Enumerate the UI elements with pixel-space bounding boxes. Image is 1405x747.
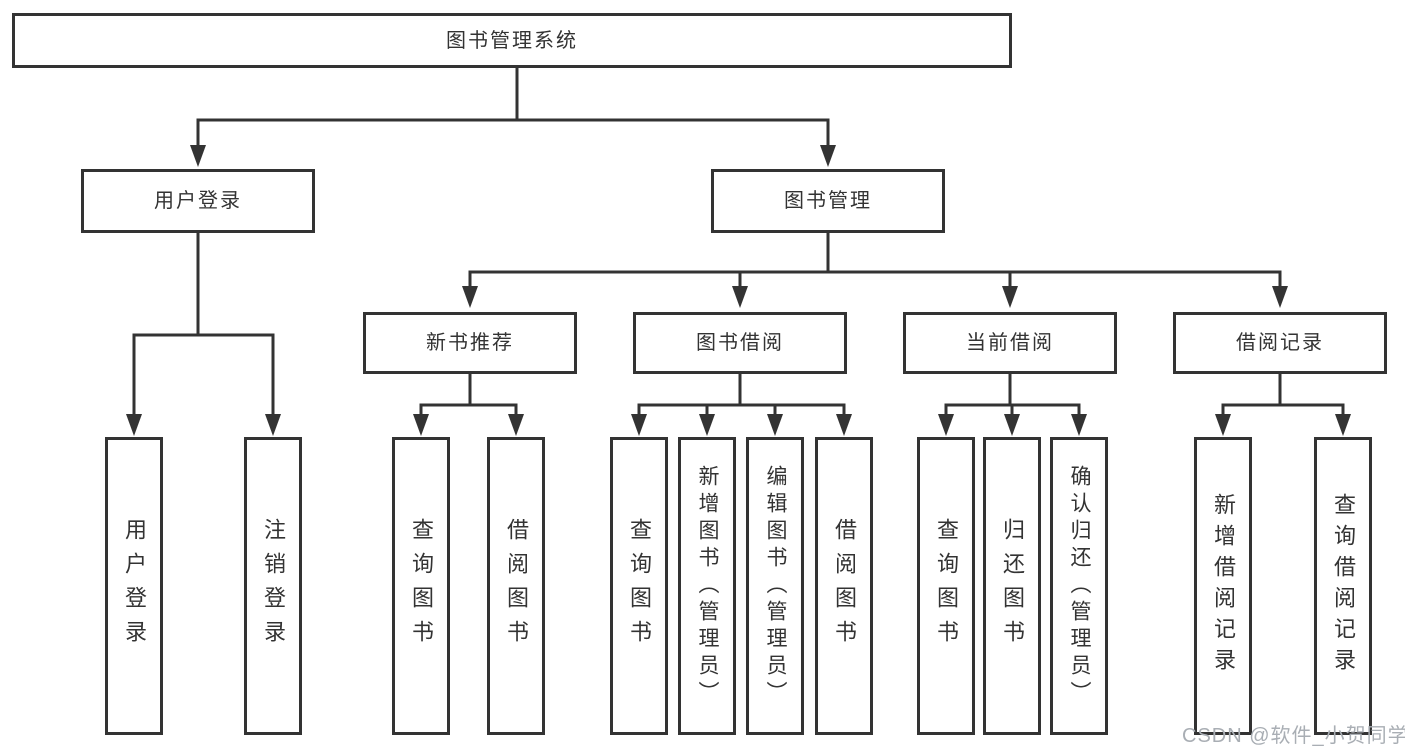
connector-book-management-children [462, 233, 1288, 308]
connector-root-to-level2 [190, 68, 836, 167]
node-label: 编辑图书（管理员） [764, 464, 787, 708]
arrow-down-icon [1272, 286, 1288, 308]
arrow-down-icon [836, 414, 852, 436]
node-label: 新增借阅记录 [1211, 493, 1236, 679]
node-label: 查询借阅记录 [1331, 493, 1356, 679]
arrow-down-icon [820, 145, 836, 167]
node-label: 用户登录 [122, 518, 147, 654]
connector-user-login-children [126, 233, 281, 436]
leaf-confirm-return-admin: 确认归还（管理员） [1050, 437, 1108, 735]
arrow-down-icon [699, 414, 715, 436]
arrow-down-icon [413, 414, 429, 436]
leaf-edit-books-admin: 编辑图书（管理员） [746, 437, 804, 735]
arrow-down-icon [126, 414, 142, 436]
arrow-down-icon [767, 414, 783, 436]
arrow-down-icon [1002, 286, 1018, 308]
arrow-down-icon [462, 286, 478, 308]
leaf-query-books-recommend: 查询图书 [392, 437, 450, 735]
node-label: 新增图书（管理员） [696, 464, 719, 708]
node-label: 借阅图书 [832, 518, 857, 654]
node-book-management: 图书管理 [711, 169, 945, 233]
arrow-down-icon [508, 414, 524, 436]
leaf-query-books-borrowing: 查询图书 [610, 437, 668, 735]
node-label: 图书管理系统 [446, 29, 578, 52]
node-label: 图书管理 [784, 190, 872, 212]
connector-book-borrowing-children [631, 374, 852, 436]
node-current-borrowing: 当前借阅 [903, 312, 1117, 374]
node-label: 查询图书 [934, 518, 959, 654]
node-book-borrowing: 图书借阅 [633, 312, 847, 374]
leaf-query-books-current: 查询图书 [917, 437, 975, 735]
arrow-down-icon [1071, 414, 1087, 436]
node-label: 确认归还（管理员） [1068, 464, 1091, 708]
connector-current-borrowing-children [938, 374, 1087, 436]
node-label: 查询图书 [409, 518, 434, 654]
arrow-down-icon [1215, 414, 1231, 436]
node-label: 注销登录 [261, 518, 286, 654]
arrow-down-icon [190, 145, 206, 167]
leaf-query-borrow-record: 查询借阅记录 [1314, 437, 1372, 735]
node-label: 新书推荐 [426, 332, 514, 354]
node-label: 借阅图书 [504, 518, 529, 654]
node-label: 图书借阅 [696, 332, 784, 354]
leaf-logout: 注销登录 [244, 437, 302, 735]
node-root-library-system: 图书管理系统 [12, 13, 1012, 68]
connector-borrowing-records-children [1215, 374, 1351, 436]
node-user-login: 用户登录 [81, 169, 315, 233]
leaf-borrow-books-recommend: 借阅图书 [487, 437, 545, 735]
leaf-add-books-admin: 新增图书（管理员） [678, 437, 736, 735]
node-label: 查询图书 [627, 518, 652, 654]
leaf-user-login: 用户登录 [105, 437, 163, 735]
connector-new-book-recommend-children [413, 374, 524, 436]
node-borrowing-records: 借阅记录 [1173, 312, 1387, 374]
arrow-down-icon [631, 414, 647, 436]
leaf-return-books: 归还图书 [983, 437, 1041, 735]
node-new-book-recommend: 新书推荐 [363, 312, 577, 374]
leaf-borrow-books: 借阅图书 [815, 437, 873, 735]
arrow-down-icon [1335, 414, 1351, 436]
node-label: 借阅记录 [1236, 332, 1324, 354]
arrow-down-icon [938, 414, 954, 436]
arrow-down-icon [1004, 414, 1020, 436]
node-label: 当前借阅 [966, 332, 1054, 354]
arrow-down-icon [265, 414, 281, 436]
node-label: 归还图书 [1000, 518, 1025, 654]
arrow-down-icon [732, 286, 748, 308]
leaf-add-borrow-record: 新增借阅记录 [1194, 437, 1252, 735]
csdn-watermark: CSDN @软件_小贺同学 [1182, 725, 1405, 747]
node-label: 用户登录 [154, 190, 242, 212]
